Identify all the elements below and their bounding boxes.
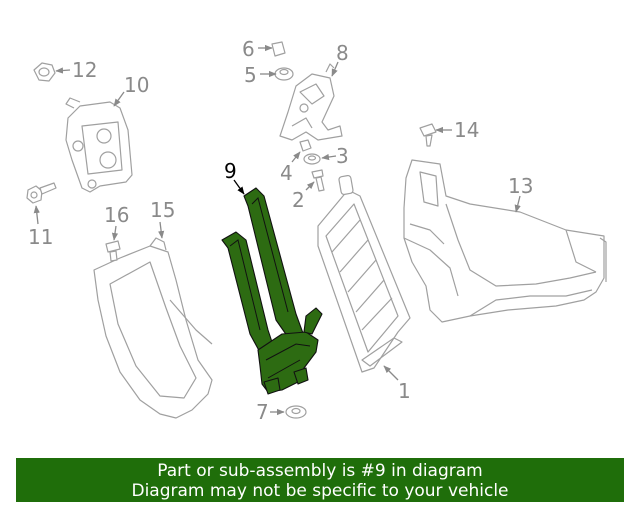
part-12-nut (33, 62, 56, 82)
callout-8: 8 (336, 41, 349, 65)
part-13-duct (403, 159, 607, 323)
part-1-radiator (317, 174, 411, 373)
callout-1: 1 (398, 379, 411, 403)
callout-7: 7 (256, 400, 269, 424)
callout-11: 11 (28, 225, 53, 249)
parts-diagram: 12 10 11 6 5 8 3 4 2 14 13 16 15 9 7 1 (26, 37, 607, 424)
callout-3: 3 (336, 144, 349, 168)
part-15-shield (93, 237, 213, 419)
callout-9: 9 (224, 159, 237, 183)
callout-2: 2 (292, 188, 305, 212)
part-5-grommet (274, 67, 294, 81)
part-2-screw (311, 169, 325, 192)
callout-leaders (33, 44, 521, 416)
part-9-highlighted (221, 187, 323, 395)
callout-5: 5 (244, 63, 257, 87)
callout-15: 15 (150, 198, 175, 222)
callout-10: 10 (124, 73, 149, 97)
callout-16: 16 (104, 203, 129, 227)
callout-6: 6 (242, 37, 255, 61)
banner-line-1: Part or sub-assembly is #9 in diagram (157, 461, 483, 481)
banner-line-2: Diagram may not be specific to your vehi… (131, 481, 509, 501)
callout-13: 13 (508, 174, 533, 198)
part-4-block (299, 139, 312, 152)
callout-12: 12 (72, 58, 97, 82)
part-11-bolt (26, 182, 57, 204)
part-16-clip (105, 240, 121, 262)
part-8-bracket (279, 63, 343, 141)
part-14-clip (419, 123, 437, 147)
part-7-grommet (285, 405, 307, 419)
callout-14: 14 (454, 118, 479, 142)
part-10-bracket (65, 97, 133, 193)
callout-4: 4 (280, 161, 293, 185)
part-3-grommet (303, 153, 321, 165)
part-info-banner: Part or sub-assembly is #9 in diagram Di… (16, 458, 624, 502)
part-6-clip (271, 41, 286, 57)
